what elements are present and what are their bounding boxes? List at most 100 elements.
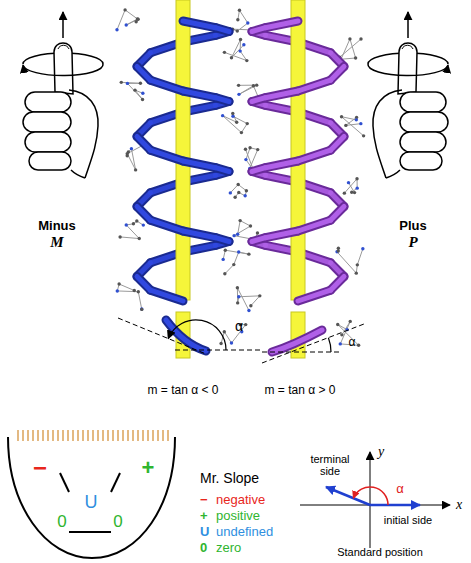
helix-tube <box>252 168 265 172</box>
right-hand <box>368 12 448 178</box>
atom <box>244 148 247 151</box>
atom <box>233 196 236 199</box>
hair <box>18 430 168 441</box>
atom <box>247 252 250 255</box>
face-outline <box>8 437 175 558</box>
helix-tube <box>298 80 331 91</box>
helix-tube-edge <box>150 290 183 301</box>
atom <box>237 93 240 96</box>
atom <box>140 307 143 310</box>
helix-tube <box>331 277 344 291</box>
atom <box>238 219 241 222</box>
atom <box>236 29 239 32</box>
helix-tube-edge <box>137 277 150 291</box>
atom <box>354 56 357 59</box>
helix-tube-edge <box>137 67 150 81</box>
legend-symbol: 0 <box>200 540 216 556</box>
atom <box>248 146 251 149</box>
atom <box>120 81 123 84</box>
atom <box>141 98 144 101</box>
atom <box>223 330 226 333</box>
atom <box>336 323 339 326</box>
helix-tube-edge <box>137 137 150 151</box>
side-chain-bond <box>120 221 143 239</box>
right-helix <box>252 0 344 301</box>
legend-glyph: − <box>200 492 208 507</box>
helix-tube-edge <box>150 220 183 231</box>
x-axis <box>300 505 450 506</box>
atom <box>355 177 358 180</box>
legend-row: 0zero <box>200 540 273 556</box>
atom <box>340 115 343 118</box>
side-label: terminal side <box>304 454 356 477</box>
side-label: initial side <box>384 515 432 527</box>
helix-tube <box>183 21 216 28</box>
atom <box>125 223 128 226</box>
atom <box>134 168 137 171</box>
atom <box>137 290 140 293</box>
atom <box>357 344 360 347</box>
slope-formula: m = tan α > 0 <box>265 384 336 397</box>
atom <box>231 112 234 115</box>
legend-text: positive <box>216 508 260 523</box>
atom <box>125 23 128 26</box>
atom <box>256 148 259 151</box>
side-chain-bond <box>237 288 259 311</box>
atom <box>230 56 233 59</box>
helix-tube-edge <box>331 277 344 291</box>
atom <box>219 342 222 345</box>
helix-tube <box>298 290 331 301</box>
left-hand <box>23 12 103 178</box>
helix-tube-edge <box>252 98 265 102</box>
hair-tick <box>72 430 73 441</box>
atom <box>236 233 239 236</box>
helix-tube <box>265 231 298 238</box>
helix-tube-edge <box>216 238 229 242</box>
atom <box>348 37 351 40</box>
atom <box>133 289 136 292</box>
hair-tick <box>27 430 28 441</box>
atom <box>237 295 240 298</box>
atom <box>237 84 240 87</box>
atom <box>221 258 224 261</box>
side-chain-bond <box>223 250 249 274</box>
helix-tube-edge <box>265 21 298 28</box>
helix-symbol: P <box>408 235 417 251</box>
hair-tick <box>142 430 143 441</box>
helix-tube <box>216 168 229 172</box>
hair-tick <box>107 430 108 441</box>
axis-label: y <box>378 445 384 460</box>
atom <box>221 114 224 117</box>
atom <box>232 234 235 237</box>
atom <box>224 248 227 251</box>
side-chain-bond <box>230 185 246 198</box>
hair-tick <box>92 430 93 441</box>
helix-tube-edge <box>252 168 265 172</box>
helix-tube-edge <box>298 220 331 231</box>
side-chain-bond <box>117 284 141 309</box>
hair-tick <box>97 430 98 441</box>
atom <box>135 219 138 222</box>
atom <box>245 189 248 192</box>
horizontal-line <box>175 350 262 351</box>
legend-glyph: + <box>200 508 208 523</box>
helix-tube-edge <box>216 28 229 32</box>
atom <box>117 282 120 285</box>
atom <box>337 247 340 250</box>
horizontal-line <box>262 352 342 353</box>
helix-tube-edge <box>265 91 298 98</box>
helix-tube-edge <box>183 231 216 238</box>
legend-row: + positive <box>200 508 273 524</box>
atom <box>237 250 240 253</box>
hair-tick <box>137 430 138 441</box>
atom <box>235 121 238 124</box>
atom <box>355 271 358 274</box>
atom <box>116 289 119 292</box>
atom <box>118 235 121 238</box>
face-mouth-end: 0 <box>57 513 66 531</box>
hair-tick <box>32 430 33 441</box>
atom <box>126 82 129 85</box>
atom <box>249 224 252 227</box>
atom <box>242 43 245 46</box>
